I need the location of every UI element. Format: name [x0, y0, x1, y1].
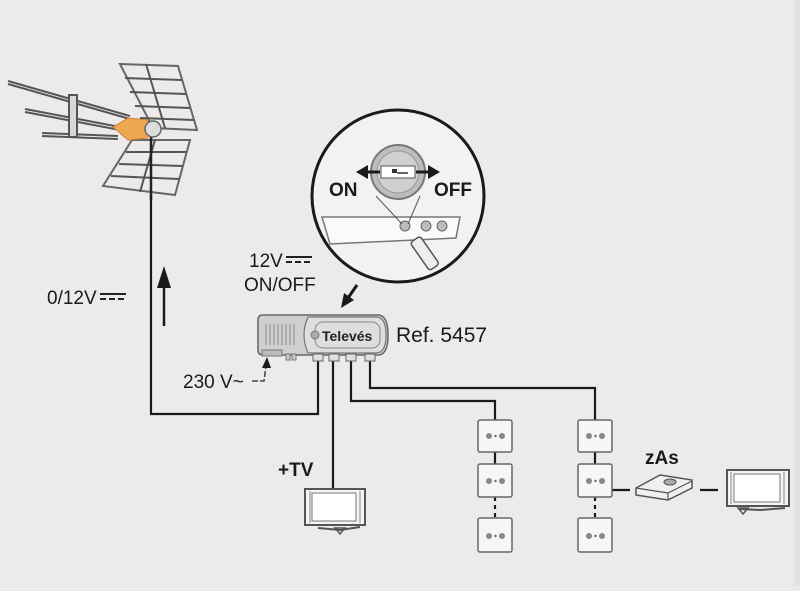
uhf-antenna-icon: [7, 62, 199, 200]
mains-label: 230 V~: [183, 372, 244, 393]
tv-wall-socket-icon: [477, 419, 513, 453]
tv-wall-socket-icon: [577, 517, 613, 553]
detail-pointer-arrow: [341, 284, 359, 308]
flat-tv-icon: [726, 469, 790, 516]
switch-supply-label: 12V: [249, 252, 312, 271]
switch-supply-text: 12V: [249, 251, 283, 272]
outlet-column-1: [477, 419, 513, 553]
tv-wall-socket-icon: [477, 517, 513, 553]
amplifier-box-icon: Televés: [257, 314, 389, 362]
tv-wall-socket-icon: [577, 419, 613, 453]
amplifier-brand-label: Televés: [322, 328, 373, 344]
switch-on-label: ON: [329, 180, 358, 201]
dc-symbol-icon: [99, 292, 126, 302]
mains-leader-line: [252, 357, 271, 382]
switch-off-label: OFF: [434, 180, 472, 201]
dc-symbol-icon: [285, 255, 312, 265]
set-top-box-icon: [635, 474, 693, 501]
antenna-supply-label: 0/12V: [47, 289, 126, 308]
switch-mode-label: ON/OFF: [244, 275, 316, 296]
amplifier-ref-label: Ref. 5457: [396, 324, 488, 347]
tv-wall-socket-icon: [577, 463, 613, 498]
antenna-supply-text: 0/12V: [47, 288, 97, 309]
flat-tv-icon: [304, 488, 366, 536]
magnifier-detail-icon: [310, 108, 486, 284]
outlet-column-2: [577, 419, 613, 553]
page-edge-strip: [794, 0, 800, 586]
signal-direction-arrow: [157, 266, 171, 326]
receiver-label: zAs: [645, 448, 679, 469]
tv-wall-socket-icon: [477, 463, 513, 498]
tv-output-label: +TV: [278, 460, 314, 481]
